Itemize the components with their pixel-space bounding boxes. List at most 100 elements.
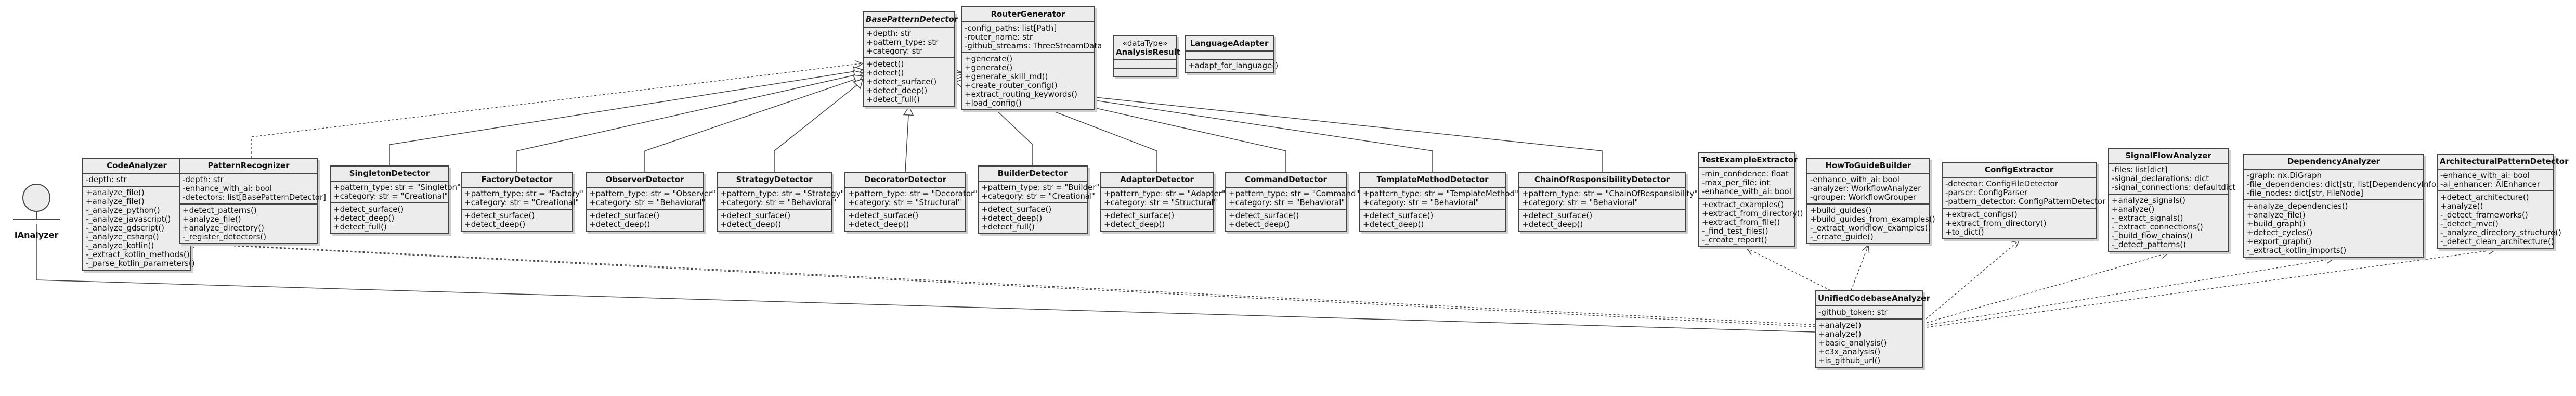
attribute-row: +category: str = "Behavioral" bbox=[1363, 198, 1479, 207]
method-row: +detect_surface() bbox=[464, 211, 535, 220]
class-attributes: +pattern_type: str = "Factory"+category:… bbox=[462, 188, 583, 210]
generalization-line bbox=[963, 80, 1433, 172]
method-row: +analyze_file() bbox=[2247, 210, 2306, 220]
method-row: -_extract_signals() bbox=[2112, 213, 2183, 223]
class-test-example-extractor[interactable]: TestExampleExtractor-min_confidence: flo… bbox=[1698, 152, 1803, 247]
class-methods: +analyze_signals()+analyze()-_extract_si… bbox=[2109, 195, 2228, 251]
method-row: +detect() bbox=[866, 68, 904, 78]
attribute-row: +category: str = "Behavioral" bbox=[589, 198, 706, 207]
class-how-to-guide-builder[interactable]: HowToGuideBuilder-enhance_with_ai: bool-… bbox=[1806, 158, 1935, 244]
class-name: ChainOfResponsibilityDetector bbox=[1519, 173, 1685, 188]
class-name: BasePatternDetector bbox=[864, 12, 958, 28]
class-name-text: SignalFlowAnalyzer bbox=[2125, 151, 2211, 160]
method-row: +detect_patterns() bbox=[183, 206, 257, 215]
class-name: SingletonDetector bbox=[331, 167, 448, 182]
method-row: +extract_routing_keywords() bbox=[965, 90, 1078, 99]
attribute-row: -signal_connections: defaultdict bbox=[2112, 183, 2236, 192]
class-name: RouterGenerator bbox=[962, 7, 1094, 22]
class-name: ObserverDetector bbox=[587, 173, 703, 188]
class-base-pattern-detector[interactable]: BasePatternDetector+depth: str+pattern_t… bbox=[863, 11, 958, 107]
class-name: ArchitecturalPatternDetector bbox=[2438, 155, 2569, 170]
method-row: -_extract_kotlin_methods() bbox=[86, 250, 190, 259]
class-chain-of-responsibility-detector[interactable]: ChainOfResponsibilityDetector+pattern_ty… bbox=[1518, 172, 1698, 232]
class-attributes: -github_token: str bbox=[1816, 306, 1922, 320]
attribute-row: -github_streams: ThreeStreamData bbox=[965, 41, 1102, 50]
attribute-row: +pattern_type: str = "TemplateMethod" bbox=[1363, 189, 1518, 198]
attribute-row: +category: str = "Behavioral" bbox=[1229, 198, 1345, 207]
class-attributes: +pattern_type: str = "Command"+category:… bbox=[1226, 188, 1359, 210]
method-row: +detect_deep() bbox=[1104, 220, 1165, 229]
method-row: +extract_from_file() bbox=[1702, 218, 1780, 227]
class-signal-flow-analyzer[interactable]: SignalFlowAnalyzer -files: list[dict]-sig… bbox=[2108, 148, 2236, 252]
class-methods: +adapt_for_language() bbox=[1186, 60, 1278, 72]
method-row: +generate_skill_md() bbox=[965, 72, 1048, 81]
method-row: +build_graph() bbox=[2247, 219, 2306, 228]
attribute-row: -detectors: list[BasePatternDetector] bbox=[183, 193, 326, 202]
class-analysis-result[interactable]: «dataType»AnalysisResult bbox=[1113, 35, 1180, 77]
method-row: -_analyze_python() bbox=[86, 206, 160, 215]
class-attributes: -files: list[dict]-signal_declarations: … bbox=[2109, 164, 2236, 195]
method-row: +detect_surface() bbox=[981, 205, 1052, 214]
method-row: +build_guides() bbox=[1810, 206, 1872, 215]
class-name-text: BasePatternDetector bbox=[866, 15, 958, 24]
class-attributes: +pattern_type: str = "Adapter"+category:… bbox=[1101, 188, 1226, 210]
class-language-adapter[interactable]: LanguageAdapter +adapt_for_language() bbox=[1185, 35, 1278, 73]
method-row: +is_github_url() bbox=[1818, 356, 1881, 365]
class-command-detector[interactable]: CommandDetector+pattern_type: str = "Com… bbox=[1225, 172, 1359, 232]
class-name-text: DecoratorDetector bbox=[864, 175, 946, 184]
method-row: +create_router_config() bbox=[965, 81, 1058, 90]
class-code-analyzer[interactable]: CodeAnalyzer-depth: str+analyze_file()+a… bbox=[82, 158, 195, 271]
class-adapter-detector[interactable]: AdapterDetector+pattern_type: str = "Ada… bbox=[1100, 172, 1226, 232]
class-builder-detector[interactable]: BuilderDetector+pattern_type: str = "Bui… bbox=[978, 165, 1099, 234]
attribute-row: +depth: str bbox=[866, 29, 911, 38]
method-row: +analyze() bbox=[1818, 329, 1862, 339]
class-architectural-pattern-detector[interactable]: ArchitecturalPatternDetector-enhance_wit… bbox=[2437, 154, 2569, 249]
method-row: +detect_deep() bbox=[464, 220, 526, 229]
class-decorator-detector[interactable]: DecoratorDetector +pattern_type: str = "D… bbox=[844, 172, 978, 232]
class-unified-codebase-analyzer[interactable]: UnifiedCodebaseAnalyzer-github_token: st… bbox=[1815, 290, 1930, 368]
dependency-line bbox=[1922, 252, 2169, 324]
class-factory-detector[interactable]: FactoryDetector+pattern_type: str = "Fac… bbox=[461, 172, 583, 232]
generalization-arrow bbox=[903, 106, 914, 116]
method-row: +detect_surface() bbox=[1522, 211, 1593, 220]
class-methods: +analyze()+analyze()+basic_analysis()+c3… bbox=[1816, 320, 1922, 367]
attribute-row: -min_confidence: float bbox=[1702, 169, 1789, 178]
class-attributes: -depth: str bbox=[83, 174, 190, 187]
class-dependency-analyzer[interactable]: DependencyAnalyzer-graph: nx.DiGraph-fil… bbox=[2243, 154, 2442, 258]
method-row: +extract_examples() bbox=[1702, 200, 1784, 209]
actor-figure-icon bbox=[13, 184, 60, 220]
method-row: +extract_from_directory() bbox=[1945, 219, 2047, 228]
class-methods: +generate()+generate()+generate_skill_md… bbox=[962, 53, 1094, 109]
class-router-generator[interactable]: RouterGenerator-config_paths: list[Path]… bbox=[961, 6, 1102, 110]
class-methods: +detect_surface()+detect_deep() bbox=[845, 210, 965, 231]
class-config-extractor[interactable]: ConfigExtractor-detector: ConfigFileDete… bbox=[1942, 162, 2105, 239]
method-row: -_create_report() bbox=[1702, 235, 1767, 245]
method-row: -_analyze_javascript() bbox=[86, 214, 171, 224]
method-row: +load_config() bbox=[965, 98, 1022, 108]
class-name: PatternRecognizer bbox=[180, 159, 317, 174]
class-attributes bbox=[1186, 52, 1273, 60]
class-observer-detector[interactable]: ObserverDetector+pattern_type: str = "Ob… bbox=[586, 172, 715, 232]
class-name: TestExampleExtractor bbox=[1699, 153, 1798, 168]
attribute-row: +pattern_type: str = "Decorator" bbox=[848, 189, 978, 198]
class-methods: +extract_examples()+extract_from_directo… bbox=[1699, 199, 1803, 246]
class-template-method-detector[interactable]: TemplateMethodDetector+pattern_type: str… bbox=[1359, 172, 1518, 232]
class-name-text: AnalysisResult bbox=[1116, 47, 1180, 57]
class-strategy-detector[interactable]: StrategyDetector+pattern_type: str = "St… bbox=[717, 172, 844, 232]
class-methods: +detect_patterns()+analyze_file()+analyz… bbox=[180, 205, 317, 243]
attribute-row: -ai_enhancer: AIEnhancer bbox=[2440, 180, 2540, 189]
class-singleton-detector[interactable]: SingletonDetector+pattern_type: str = "S… bbox=[330, 165, 461, 234]
class-attributes: +pattern_type: str = "Singleton"+categor… bbox=[331, 182, 461, 203]
method-row: +c3x_analysis() bbox=[1818, 347, 1881, 356]
class-methods: +detect_surface()+detect_deep() bbox=[1226, 210, 1346, 231]
class-methods: +detect_surface()+detect_deep() bbox=[718, 210, 831, 231]
class-name: StrategyDetector bbox=[718, 173, 831, 188]
attribute-row: +pattern_type: str = "ChainOfResponsibil… bbox=[1522, 189, 1698, 198]
class-methods: +detect_surface()+detect_deep() bbox=[462, 210, 572, 231]
attribute-row: -grouper: WorkflowGrouper bbox=[1810, 193, 1916, 202]
class-pattern-recognizer[interactable]: PatternRecognizer-depth: str-enhance_wit… bbox=[179, 158, 326, 244]
method-row: -_analyze_kotlin() bbox=[86, 241, 154, 250]
class-name: LanguageAdapter bbox=[1186, 36, 1273, 52]
class-attributes: +pattern_type: str = "Builder"+category:… bbox=[979, 182, 1099, 203]
actor-ianalyzer[interactable]: IAnalyzer bbox=[13, 172, 60, 245]
